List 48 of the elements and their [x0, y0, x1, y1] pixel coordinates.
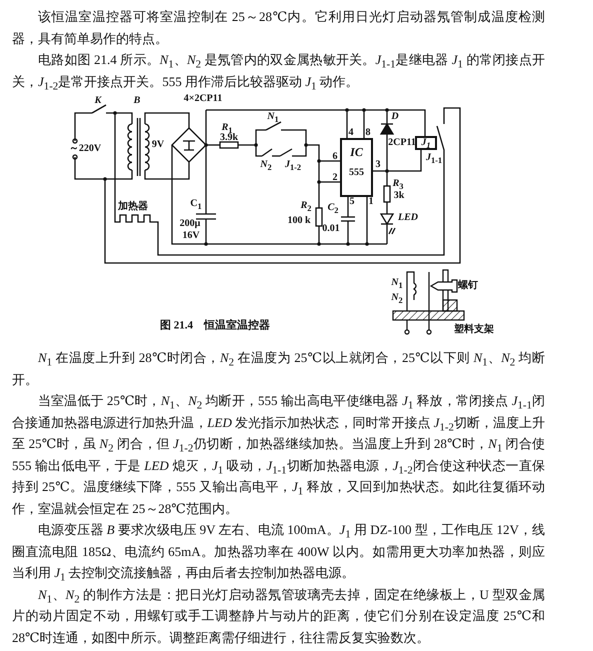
component-label: 2CP11	[388, 138, 416, 148]
component-label: J$_{1-1}$	[426, 152, 442, 166]
part-label: N$_{2}$	[391, 292, 403, 306]
component-label: C$_{1}$	[190, 198, 202, 212]
component-label: C$_{2}$	[328, 202, 338, 216]
paragraph: N$_{1}$ 在温度上升到 28℃时闭合，N$_{2}$ 在温度为 25℃以上就闭合，25℃以下则 N$_{1}$、N$_{2}$ 均断开。	[12, 349, 545, 388]
relay-coil-box	[415, 136, 437, 150]
pin-number: 1	[368, 197, 374, 207]
paragraph: 电源变压器 B 要求次级电压 9V 左右、电流 100mA。J$_{1}$ 用 DZ-100 型，工作电压 12V，线圈直流电阻 185Ω、电流约 65mA。加热器功率在 400W 以内。如需用更大功率加热器，则应当利用 J$_{1}$ 去控制交流接触器，再由后者去控制加热器电源。	[12, 521, 545, 584]
component-label: ～220V	[68, 144, 102, 154]
component-label: D	[391, 112, 399, 122]
component-label: R$_{2}$	[300, 200, 312, 214]
part-label: 塑料支架	[454, 325, 494, 335]
component-label: 加热器	[118, 202, 148, 212]
pin-number: 3	[376, 160, 380, 170]
component-label: LED	[398, 213, 418, 223]
part-label: N$_{1}$	[391, 278, 403, 290]
component-label: J$_{1-2}$	[284, 160, 302, 172]
component-label: K	[94, 96, 102, 106]
relay-label: J$_{1}$	[420, 138, 432, 150]
pin-number: 4	[348, 128, 354, 138]
component-label: 200μ	[180, 219, 200, 229]
component-label: 4×2CP11	[184, 94, 222, 104]
part-label: 螺钉	[458, 281, 478, 291]
component-label: 3.9k	[220, 133, 238, 143]
component-label: 100 k	[287, 216, 311, 226]
chip-number: 555	[348, 168, 365, 178]
paragraph: 该恒温室温控器可将室温控制在 25～28℃内。它利用日光灯启动器氖管制成温度检测器，具有简单易作的特点。	[12, 8, 545, 48]
pin-number: 6	[332, 152, 338, 162]
component-label: R$_{3}$	[392, 178, 404, 191]
component-label: N$_{2}$	[260, 160, 272, 172]
component-label: 0.01	[322, 224, 340, 234]
pin-number: 2	[332, 173, 338, 183]
figure-caption: 图 21.4 恒温室温控器	[160, 320, 270, 332]
pin-number: 5	[350, 197, 354, 207]
component-label: N$_{1}$	[267, 112, 279, 124]
component-label: 9V	[152, 140, 164, 150]
paragraph: N$_{1}$、N$_{2}$ 的制作方法是：把日光灯启动器氖管玻璃壳去掉，固定在绝缘板上，U 型双金属片的动片固定不动，用螺钉或手工调整静片与动片的距离，使它们分别在设定温度 25℃和 28℃时连通，如图中所示。调整距离需仔细进行，往往需反复实验数次。	[12, 586, 545, 646]
component-label: 16V	[182, 231, 200, 241]
wire	[363, 109, 426, 138]
paragraph: 电路如图 21.4 所示。N$_{1}$、N$_{2}$ 是氖管内的双金属热敏开关。J$_{1-1}$是继电器 J$_{1}$ 的常闭接点开关，J$_{1-2}$是常开接点开关。555 用作滞后比较器驱动 J$_{1}$ 动作。	[12, 51, 545, 92]
ic-chip-box	[340, 138, 373, 197]
chip-label: IC	[349, 146, 364, 158]
component-label: B	[134, 96, 140, 106]
component-label: 3k	[394, 191, 404, 201]
wire	[373, 150, 422, 172]
paragraph: 当室温低于 25℃时，N$_{1}$、N$_{2}$ 均断开，555 输出高电平使继电器 J$_{1}$ 释放，常闭接点 J$_{1-1}$闭合接通加热器电源进行加热升温，LED 发光指示加热状态，同时常开接点 J$_{1-2}$切断，温度上升至 25℃时，虽 N$_{2}$ 闭合，但 J$_{1-2}$仍切断，加热器继续加热。当温度上升到 28℃时，N$_{1}$ 闭合使 555 输出低电平，于是 LED 熄灭，J$_{1}$ 吸动，J$_{1-1}$切断加热器电源，J$_{1-2}$闭合使这种状态一直保持到 25℃。温度继续下降，555 又输出高电平，J$_{1}$ 释放，又回到加热状态。如此往复循环动作，室温就会恒定在 25～28℃范围内。	[12, 392, 545, 518]
pin-number: 8	[366, 128, 370, 138]
